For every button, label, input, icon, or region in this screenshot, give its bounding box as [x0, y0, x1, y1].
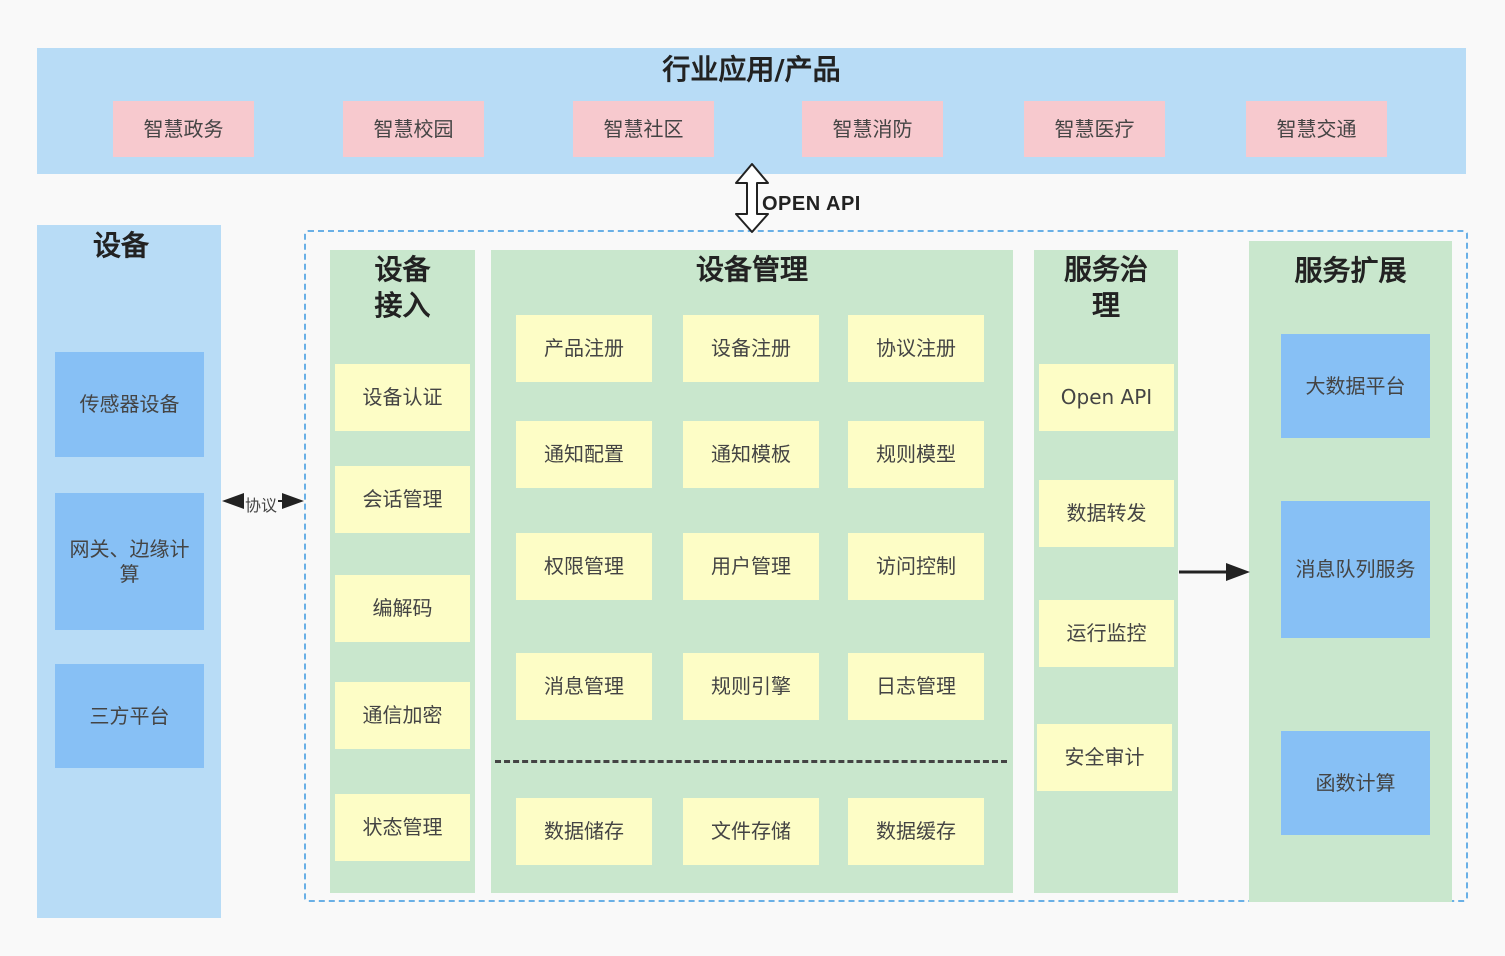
governance-item: Open API [1039, 364, 1174, 431]
management-item: 通知模板 [683, 421, 819, 488]
access-item: 编解码 [335, 575, 470, 642]
management-item: 日志管理 [848, 653, 984, 720]
management-panel-title: 设备管理 [695, 253, 808, 286]
access-item: 会话管理 [335, 466, 470, 533]
device-box: 三方平台 [55, 664, 204, 768]
access-item: 状态管理 [335, 794, 470, 861]
management-item: 设备注册 [683, 315, 819, 382]
management-item: 访问控制 [848, 533, 984, 600]
open-api-arrow [735, 163, 769, 233]
access-item: 设备认证 [335, 364, 470, 431]
application-layer-title: 行业应用/产品 [662, 53, 841, 86]
protocol-arrow-right-head [282, 493, 304, 509]
app-box: 智慧消防 [802, 101, 943, 157]
storage-item: 文件存储 [683, 798, 819, 865]
governance-item: 数据转发 [1039, 480, 1174, 547]
app-box: 智慧政务 [113, 101, 254, 157]
storage-item: 数据储存 [516, 798, 652, 865]
extension-item: 大数据平台 [1281, 334, 1430, 438]
management-divider [495, 760, 1007, 763]
governance-item: 运行监控 [1039, 600, 1174, 667]
device-layer-title: 设备 [92, 229, 149, 262]
app-box: 智慧社区 [573, 101, 714, 157]
extension-arrow-head [1226, 563, 1250, 581]
application-layer [37, 48, 1466, 174]
extension-panel-title: 服务扩展 [1294, 254, 1407, 287]
app-box: 智慧医疗 [1024, 101, 1165, 157]
app-box: 智慧交通 [1246, 101, 1387, 157]
device-box: 传感器设备 [55, 352, 204, 457]
management-item: 通知配置 [516, 421, 652, 488]
platform-boundary [304, 230, 1468, 902]
access-title-text: 设备接入 [374, 253, 431, 323]
access-item: 通信加密 [335, 682, 470, 749]
protocol-label: 协议 [244, 492, 279, 516]
access-panel [330, 250, 475, 893]
protocol-arrow-left-head [222, 493, 244, 509]
management-item: 协议注册 [848, 315, 984, 382]
management-item: 产品注册 [516, 315, 652, 382]
governance-title-text: 服务治理 [1063, 253, 1148, 323]
governance-panel-title: 服务治理 [1034, 250, 1178, 325]
device-box: 网关、边缘计算 [55, 493, 204, 630]
management-item: 消息管理 [516, 653, 652, 720]
storage-item: 数据缓存 [848, 798, 984, 865]
management-item: 用户管理 [683, 533, 819, 600]
management-item: 规则引擎 [683, 653, 819, 720]
management-item: 规则模型 [848, 421, 984, 488]
extension-item: 函数计算 [1281, 731, 1430, 835]
app-box: 智慧校园 [343, 101, 484, 157]
management-item: 权限管理 [516, 533, 652, 600]
governance-item: 安全审计 [1037, 724, 1172, 791]
access-panel-title: 设备接入 [330, 250, 475, 325]
open-api-label: OPEN API [762, 193, 861, 215]
extension-item: 消息队列服务 [1281, 501, 1430, 638]
